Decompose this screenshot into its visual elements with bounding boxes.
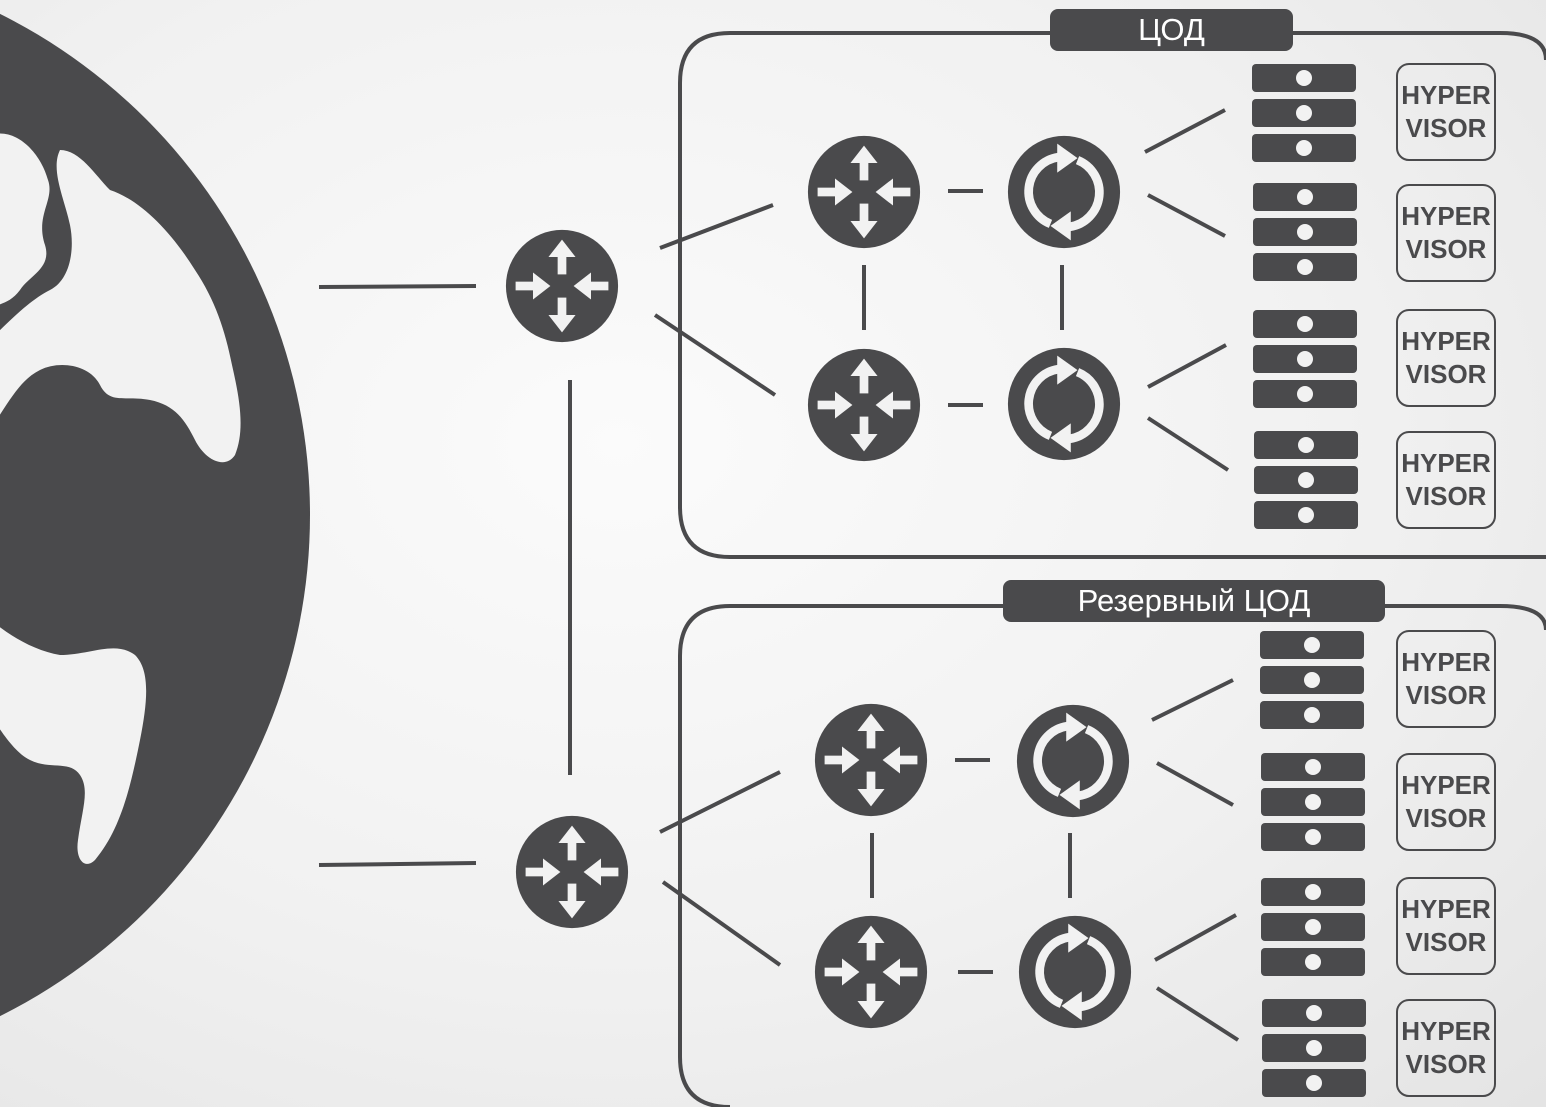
hypervisor-box: HYPER VISOR: [1396, 431, 1496, 529]
server-stack-icon: [1262, 999, 1366, 1097]
switch-icon: [1017, 705, 1129, 817]
server-stack-icon: [1253, 183, 1357, 281]
hypervisor-box: HYPER VISOR: [1396, 999, 1496, 1097]
edge-router-main-icon: [505, 229, 619, 343]
hypervisor-label-line2: VISOR: [1405, 1049, 1487, 1079]
dc-router-icon: [807, 348, 921, 462]
server-stack-icon: [1254, 431, 1358, 529]
hypervisor-label-line1: HYPER: [1401, 326, 1491, 356]
hypervisor-label-line2: VISOR: [1405, 234, 1487, 264]
server-stack-icon: [1253, 310, 1357, 408]
hypervisor-label-line2: VISOR: [1405, 113, 1487, 143]
hypervisor-label-line1: HYPER: [1401, 201, 1491, 231]
hypervisor-box: HYPER VISOR: [1396, 753, 1496, 851]
datacenter-label-backup: Резервный ЦОД: [1003, 580, 1385, 622]
datacenter-label-main: ЦОД: [1050, 9, 1293, 51]
hypervisor-label-line2: VISOR: [1405, 680, 1487, 710]
dc-router-icon: [814, 703, 928, 817]
hypervisor-label-line1: HYPER: [1401, 80, 1491, 110]
hypervisor-label-line2: VISOR: [1405, 481, 1487, 511]
hypervisor-label-line2: VISOR: [1405, 927, 1487, 957]
hypervisor-label-line1: HYPER: [1401, 448, 1491, 478]
hypervisor-label-line1: HYPER: [1401, 894, 1491, 924]
server-stack-icon: [1260, 631, 1364, 729]
datacenter-frame-backup: [678, 604, 1546, 1107]
server-stack-icon: [1252, 64, 1356, 162]
globe-icon: [0, 13, 310, 1017]
hypervisor-box: HYPER VISOR: [1396, 184, 1496, 282]
hypervisor-label-line1: HYPER: [1401, 647, 1491, 677]
datacenter-frame-main: [678, 31, 1546, 559]
hypervisor-box: HYPER VISOR: [1396, 630, 1496, 728]
connection-lines: [318, 108, 1240, 1042]
server-stack-icon: [1261, 878, 1365, 976]
hypervisor-box: HYPER VISOR: [1396, 63, 1496, 161]
dc-router-icon: [814, 915, 928, 1029]
hypervisor-label-line2: VISOR: [1405, 803, 1487, 833]
switch-icon: [1019, 916, 1131, 1028]
switch-icon: [1008, 348, 1120, 460]
hypervisor-label-line2: VISOR: [1405, 359, 1487, 389]
hypervisor-box: HYPER VISOR: [1396, 309, 1496, 407]
hypervisor-label-line1: HYPER: [1401, 770, 1491, 800]
hypervisor-label-line1: HYPER: [1401, 1016, 1491, 1046]
edge-router-backup-icon: [515, 815, 629, 929]
server-stack-icon: [1261, 753, 1365, 851]
dc-router-icon: [807, 135, 921, 249]
switch-icon: [1008, 136, 1120, 248]
hypervisor-box: HYPER VISOR: [1396, 877, 1496, 975]
